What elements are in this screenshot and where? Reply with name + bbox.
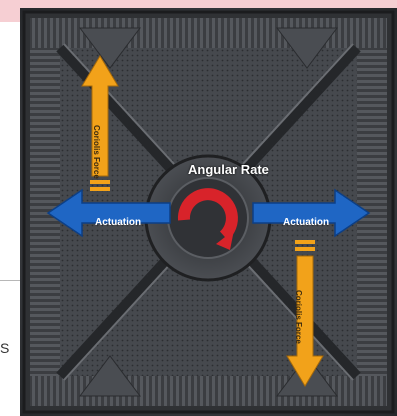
left-side-panel (0, 22, 21, 281)
stray-text-fragment: S (0, 340, 9, 356)
actuation-right-label: Actuation (283, 217, 329, 228)
angular-rate-label: Angular Rate (188, 162, 269, 177)
coriolis-top-label: Coriolis Force (92, 125, 101, 179)
coriolis-bottom-label: Coriolis Force (294, 290, 303, 344)
mems-chip-illustration (20, 8, 397, 416)
actuation-left-label: Actuation (95, 217, 141, 228)
mems-gyroscope-photo: Angular Rate Actuation Actuation Corioli… (20, 8, 397, 416)
